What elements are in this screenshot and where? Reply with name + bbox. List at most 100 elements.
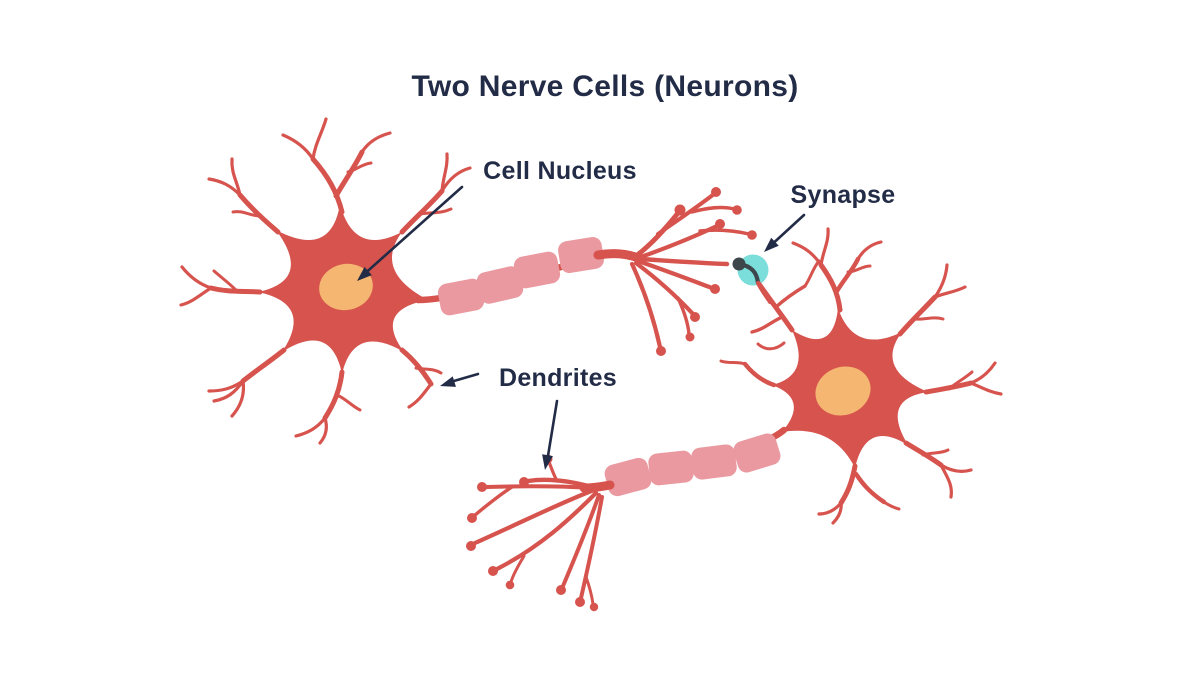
synapse-arrow-icon xyxy=(764,213,806,252)
dendrites-label: Dendrites xyxy=(499,364,617,392)
synapse-label: Synapse xyxy=(791,181,896,209)
terminal-bulb xyxy=(732,205,742,215)
arrow-line xyxy=(545,399,559,464)
terminal-bulb xyxy=(656,346,666,356)
terminal-branch xyxy=(561,493,601,588)
dendrite-branch xyxy=(230,157,242,197)
dendrite-branch xyxy=(838,463,858,506)
myelin-segment xyxy=(437,278,485,316)
dendrite-branch xyxy=(969,381,1003,396)
dendrite-branch xyxy=(834,256,861,294)
terminal-bulb xyxy=(674,204,686,216)
terminal-bulb xyxy=(488,566,498,576)
arrowhead-icon xyxy=(440,376,456,387)
cell-nucleus-arrow-icon xyxy=(357,185,464,281)
dendrite-branch xyxy=(337,394,362,412)
terminal-bulb xyxy=(710,284,720,294)
terminal-branch xyxy=(509,554,526,584)
terminal-bulb xyxy=(711,187,721,197)
dendrite-branch xyxy=(921,448,950,457)
dendrite-branch xyxy=(742,361,777,388)
terminal-bulb xyxy=(556,585,566,595)
terminal-bulb xyxy=(685,332,695,342)
left-cell-nucleus xyxy=(319,263,373,311)
terminal-branch xyxy=(494,490,599,572)
myelin-sheath xyxy=(604,433,781,497)
terminal-branch xyxy=(547,460,558,481)
dendrite-branch xyxy=(281,133,315,161)
terminal-branch xyxy=(584,575,595,606)
terminal-branch xyxy=(525,477,595,490)
dendrite-branch xyxy=(440,152,449,193)
terminal-branch xyxy=(698,228,751,236)
dendrite-branch xyxy=(237,192,281,235)
myelin-segment xyxy=(691,444,737,480)
dendrite-branch xyxy=(207,177,242,197)
dendrites-arrow-left-icon xyxy=(440,372,480,387)
terminal-bulb xyxy=(575,597,585,607)
terminal-branch xyxy=(656,192,716,236)
terminal-branch xyxy=(629,261,663,350)
terminal-bulb xyxy=(747,230,757,240)
dendrite-branch xyxy=(212,269,239,293)
dendrite-branch xyxy=(719,359,747,366)
dendrite-branch xyxy=(939,463,973,473)
arrow-line xyxy=(359,185,464,279)
right-axon xyxy=(466,426,788,612)
dendrite-branch xyxy=(240,347,287,384)
myelin-segment xyxy=(476,266,524,304)
dendrite-branch xyxy=(882,500,901,511)
right-neuron xyxy=(719,227,1003,525)
dendrite-branch xyxy=(774,284,807,309)
dendrite-branch xyxy=(897,294,938,337)
dendrite-branch xyxy=(803,259,821,288)
terminal-bulb xyxy=(477,482,487,492)
terminal-branch xyxy=(484,484,594,490)
arrowhead-icon xyxy=(357,266,372,281)
dendrite-branch xyxy=(346,161,373,174)
synaptic-knob xyxy=(732,257,746,271)
dendrite-branch xyxy=(318,416,328,445)
dendrite-branch xyxy=(399,188,445,235)
dendrite-branch xyxy=(846,264,872,274)
dendrite-branch xyxy=(933,263,949,299)
annotations: Two Nerve Cells (Neurons) Cell Nucleus S… xyxy=(357,70,896,470)
dendrite-branch xyxy=(294,416,327,438)
terminal-branch-to-synapse xyxy=(637,256,730,267)
dendrite-branch xyxy=(756,341,786,351)
terminal-bulb xyxy=(505,580,515,590)
dendrite-branch xyxy=(819,227,830,267)
myelin-sheath xyxy=(437,237,604,316)
myelin-segment xyxy=(558,237,604,273)
dendrite-branch xyxy=(750,316,782,334)
diagram-title: Two Nerve Cells (Neurons) xyxy=(411,70,798,103)
dendrite-branch xyxy=(399,347,434,387)
dendrite-branch xyxy=(791,241,823,267)
dendrite-branch xyxy=(180,265,213,290)
terminal-bulb xyxy=(466,541,476,551)
terminal-bulb xyxy=(589,602,599,612)
terminal-bulb xyxy=(690,312,700,322)
dendrite-branch xyxy=(818,262,843,313)
left-neuron xyxy=(179,117,472,445)
myelin-segment xyxy=(648,450,694,486)
terminal-branch xyxy=(635,258,715,291)
myelin-segment xyxy=(733,433,781,473)
dendrite-branch xyxy=(933,285,967,299)
left-axon xyxy=(414,187,757,356)
terminal-branch xyxy=(593,249,643,263)
dendrite-branch xyxy=(418,207,453,216)
dendrite-branch xyxy=(817,501,843,516)
terminal-bulb xyxy=(467,513,477,523)
dendrite-branch xyxy=(407,382,433,409)
left-neuron-dendrites xyxy=(179,117,472,445)
dendrite-branch xyxy=(230,379,246,418)
dendrites-arrow-down-icon xyxy=(542,399,559,470)
dendrite-branch xyxy=(322,369,345,421)
dendrite-branch xyxy=(360,131,392,154)
arrowhead-icon xyxy=(542,454,553,470)
dendrite-branch xyxy=(311,117,328,161)
dendrite-branch xyxy=(179,286,213,307)
dendrite-branch xyxy=(414,366,443,375)
